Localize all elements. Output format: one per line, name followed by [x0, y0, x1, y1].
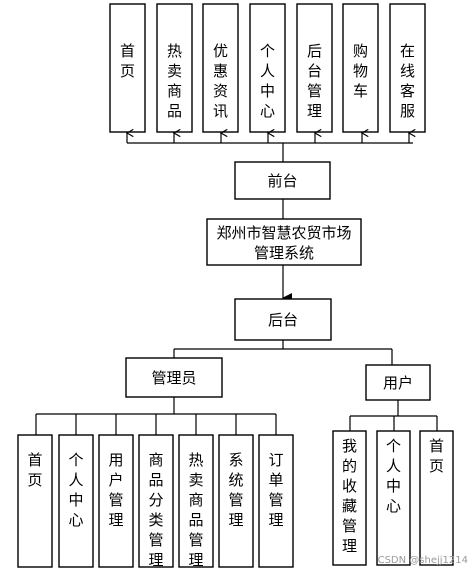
user-module-label: 我的收藏管理	[342, 437, 357, 555]
user-module-label: 首页	[429, 437, 444, 475]
front-module-5: 后台管理	[296, 3, 333, 133]
user-module-boxes: 我的收藏管理 个人中心 首页	[332, 430, 454, 566]
front-module-boxes: 首页 热卖商品 优惠资讯 个人中心 后台管理 购物车 在线客服	[109, 3, 426, 133]
front-label: 前台	[267, 172, 297, 190]
admin-module-label: 热卖商品管理	[188, 451, 203, 569]
user-label: 用户	[383, 374, 413, 392]
user-module-connectors	[349, 400, 438, 431]
admin-module-boxes: 首页 个人中心 用户管理 商品分类管理 热卖商品管理 系统管理 订单管理	[17, 434, 294, 569]
user-module-label: 个人中心	[386, 437, 401, 515]
admin-module-label: 商品分类管理	[148, 451, 163, 569]
admin-module-1: 首页	[17, 434, 53, 568]
admin-module-5: 热卖商品管理	[178, 434, 214, 569]
admin-node: 管理员	[125, 357, 223, 398]
front-module-6: 购物车	[342, 3, 379, 133]
user-module-1: 我的收藏管理	[332, 430, 367, 566]
system-node: 郑州市智慧农贸市场 管理系统	[206, 218, 362, 266]
front-node: 前台	[234, 161, 331, 200]
front-module-2: 热卖商品	[156, 3, 193, 133]
admin-module-label: 订单管理	[268, 451, 283, 529]
front-module-3: 优惠资讯	[202, 3, 239, 133]
front-connectors	[127, 133, 413, 162]
front-module-label: 后台管理	[307, 42, 322, 120]
back-node: 后台	[234, 298, 332, 341]
front-module-label: 优惠资讯	[213, 42, 228, 120]
admin-module-label: 系统管理	[228, 451, 243, 529]
front-module-label: 首页	[120, 42, 135, 80]
admin-module-label: 首页	[27, 451, 42, 489]
front-module-1: 首页	[109, 3, 146, 133]
front-module-label: 热卖商品	[167, 42, 182, 120]
front-module-label: 购物车	[353, 42, 368, 100]
watermark: CSDN @shejj1214	[378, 555, 468, 566]
user-module-2: 个人中心	[376, 430, 411, 566]
admin-module-label: 个人中心	[68, 451, 83, 529]
admin-module-connectors	[35, 397, 277, 435]
admin-module-3: 用户管理	[98, 434, 134, 568]
system-title-line1: 郑州市智慧农贸市场	[216, 224, 351, 242]
admin-label: 管理员	[151, 369, 196, 387]
back-label: 后台	[268, 311, 298, 329]
system-title-line2: 管理系统	[254, 244, 314, 262]
front-module-7: 在线客服	[389, 3, 426, 133]
admin-module-4: 商品分类管理	[138, 434, 174, 569]
front-module-label: 在线客服	[400, 42, 415, 120]
admin-module-2: 个人中心	[58, 434, 94, 568]
front-module-label: 个人中心	[260, 42, 275, 120]
front-module-4: 个人中心	[249, 3, 286, 133]
admin-module-6: 系统管理	[218, 434, 254, 568]
admin-module-label: 用户管理	[108, 451, 123, 529]
admin-module-7: 订单管理	[258, 434, 294, 568]
back-role-connectors	[173, 340, 393, 365]
user-node: 用户	[365, 364, 431, 401]
user-module-3: 首页	[419, 430, 454, 566]
